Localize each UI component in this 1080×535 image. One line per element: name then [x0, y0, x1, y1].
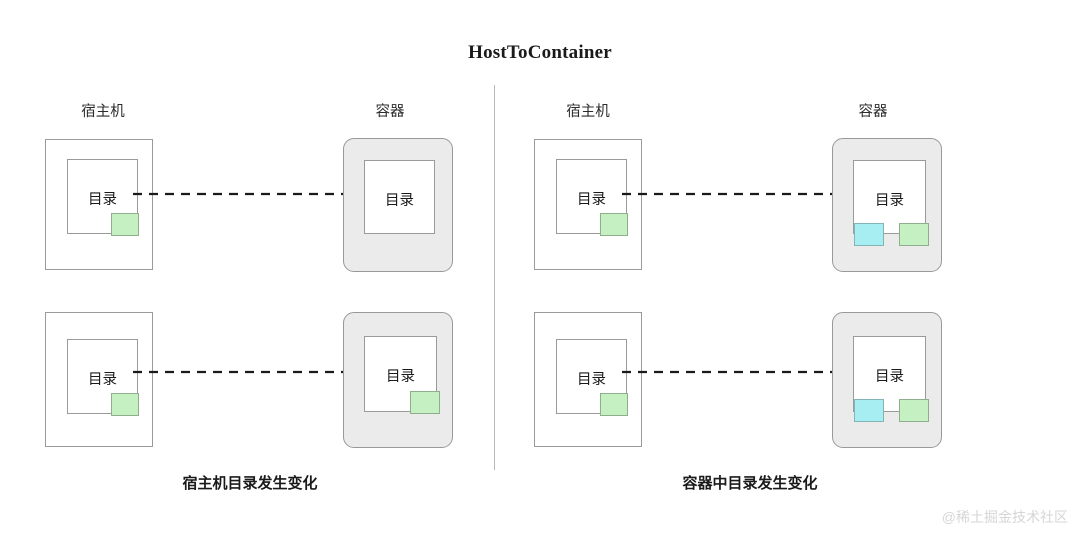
- container-box-top-right: 目录: [832, 138, 942, 272]
- container-box-bottom-left: 目录: [343, 312, 453, 448]
- directory-label: 目录: [875, 369, 904, 385]
- arrow-host-to-container-top-left: [133, 187, 363, 201]
- arrow-host-to-container-bottom-left: [133, 365, 363, 379]
- file-chip-cyan: [854, 399, 884, 422]
- directory-box: 目录: [67, 159, 138, 234]
- watermark: @稀土掘金技术社区: [941, 509, 1068, 525]
- arrow-host-to-container-top-right: [622, 187, 852, 201]
- host-box-bottom-left: 目录: [45, 312, 153, 447]
- container-box-bottom-right: 目录: [832, 312, 942, 448]
- directory-label: 目录: [385, 193, 414, 209]
- directory-box: 目录: [364, 160, 435, 234]
- directory-label: 目录: [88, 192, 117, 208]
- caption-bottom-right: 容器中目录发生变化: [682, 475, 818, 492]
- file-chip-green: [111, 213, 139, 236]
- directory-box: 目录: [853, 160, 926, 234]
- directory-label: 目录: [88, 372, 117, 388]
- label-host-right: 宿主机: [566, 104, 610, 120]
- file-chip-cyan: [854, 223, 884, 246]
- file-chip-green: [410, 391, 440, 414]
- label-container-left: 容器: [375, 104, 405, 120]
- file-chip-green: [899, 223, 929, 246]
- file-chip-green: [899, 399, 929, 422]
- host-box-top-left: 目录: [45, 139, 153, 270]
- directory-label: 目录: [386, 369, 415, 385]
- label-host-left: 宿主机: [81, 104, 125, 120]
- directory-box: 目录: [364, 336, 437, 412]
- label-container-right: 容器: [858, 104, 888, 120]
- vertical-divider: [494, 85, 495, 470]
- directory-label: 目录: [577, 372, 606, 388]
- caption-bottom-left: 宿主机目录发生变化: [182, 475, 318, 492]
- directory-label: 目录: [875, 193, 904, 209]
- page-title: HostToContainer: [468, 42, 612, 63]
- host-box-top-right: 目录: [534, 139, 642, 270]
- directory-box: 目录: [556, 159, 627, 234]
- host-box-bottom-right: 目录: [534, 312, 642, 447]
- file-chip-green: [600, 393, 628, 416]
- directory-label: 目录: [577, 192, 606, 208]
- container-box-top-left: 目录: [343, 138, 453, 272]
- arrow-host-to-container-bottom-right: [622, 365, 852, 379]
- file-chip-green: [600, 213, 628, 236]
- file-chip-green: [111, 393, 139, 416]
